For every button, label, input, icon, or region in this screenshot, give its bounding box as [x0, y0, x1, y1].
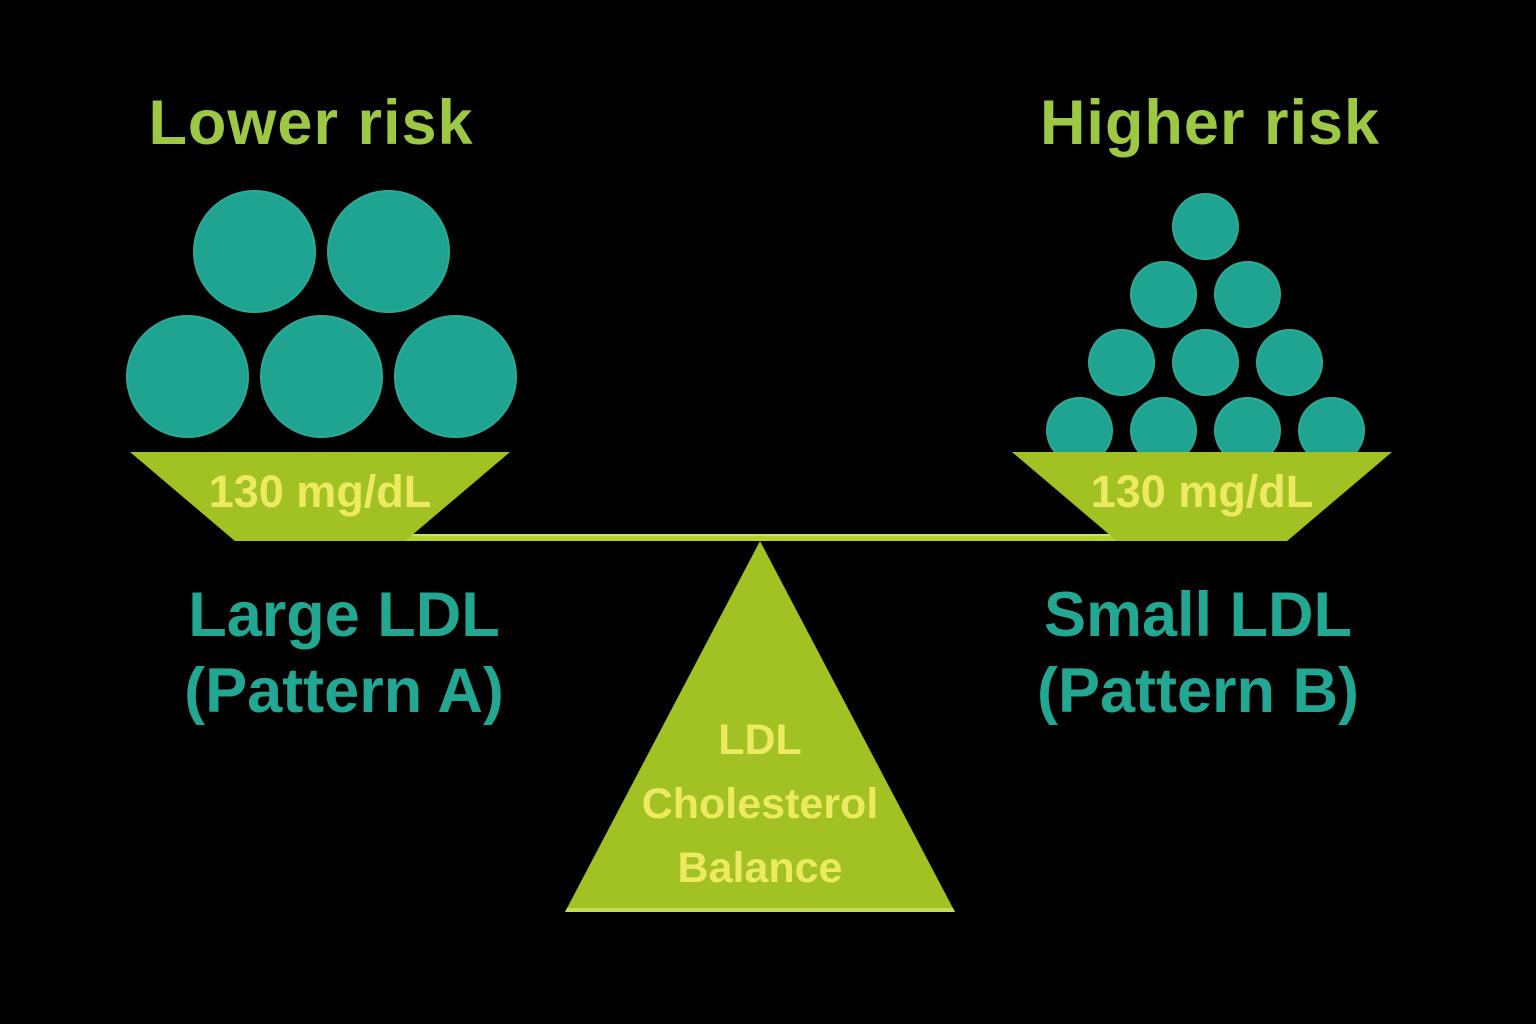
particle-type-right-line2: (Pattern B) [1036, 656, 1359, 726]
ldl-particle [326, 189, 450, 313]
particle-type-label-left: Large LDL (Pattern A) [94, 577, 594, 729]
particle-type-left-line2: (Pattern A) [184, 656, 504, 726]
particle-type-label-right: Small LDL (Pattern B) [948, 577, 1448, 729]
risk-label-left: Lower risk [148, 88, 474, 158]
balance-beam [243, 534, 1277, 541]
fulcrum-label-line2: Cholesterol [641, 780, 879, 828]
ldl-particle [1129, 260, 1197, 328]
ldl-particle [1213, 260, 1281, 328]
risk-label-right: Higher risk [1039, 88, 1381, 158]
fulcrum-label-line3: Balance [677, 844, 843, 892]
particle-type-right-line1: Small LDL [1043, 580, 1353, 650]
ldl-particle [1087, 328, 1155, 396]
fulcrum-base-highlight [565, 908, 955, 912]
particle-type-left-line1: Large LDL [188, 580, 500, 650]
ldl-particle [1171, 192, 1239, 260]
ldl-particle [1255, 328, 1323, 396]
pan-value-right: 130 mg/dL [1090, 466, 1314, 517]
ldl-particle [1171, 328, 1239, 396]
ldl-particle [259, 314, 383, 438]
fulcrum-label-line1: LDL [718, 716, 802, 764]
fulcrum-label: LDL Cholesterol Balance [565, 708, 955, 900]
pan-value-left: 130 mg/dL [208, 466, 432, 517]
ldl-particle [125, 314, 249, 438]
ldl-particle [192, 189, 316, 313]
ldl-particle [393, 314, 517, 438]
